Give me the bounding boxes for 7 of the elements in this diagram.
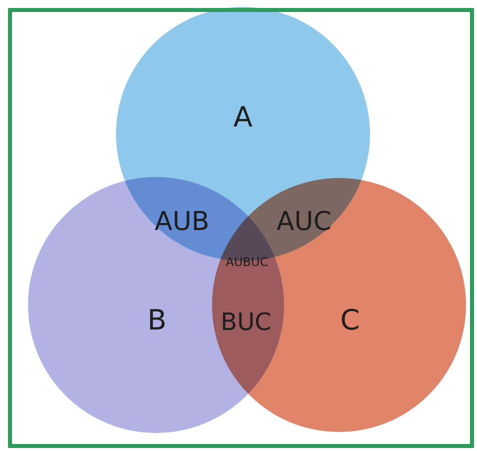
intersection-label: AUC (276, 207, 332, 237)
intersection-label: AUB (154, 207, 210, 237)
intersection-label: BUC (220, 308, 272, 336)
set-label: A (233, 100, 253, 134)
set-label: C (340, 304, 360, 336)
set-label: B (147, 304, 167, 336)
intersection-label: AUBUC (226, 255, 268, 269)
